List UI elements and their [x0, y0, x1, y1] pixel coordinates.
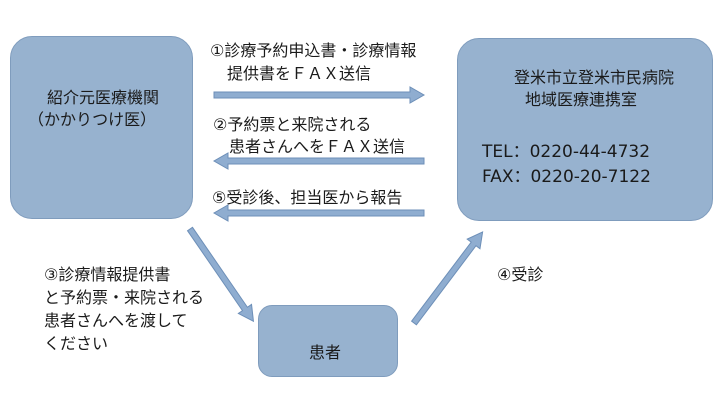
arrow-step1-right	[213, 86, 426, 104]
hospital-department: 地域医療連携室	[525, 90, 638, 109]
step4-text: ④受診	[497, 265, 544, 284]
hospital-fax: FAX：0220-20-7122	[482, 167, 651, 187]
step2-text-line1: ②予約票と来院される	[213, 115, 372, 134]
step1-text-line1: ①診療予約申込書・診療情報	[210, 41, 417, 60]
step3-text-line4: ください	[44, 334, 109, 353]
referring-clinic-box	[10, 36, 193, 219]
patient-label: 患者	[309, 343, 342, 362]
clinic-name: 紹介元医療機関	[47, 88, 160, 107]
step1-text-line2: 提供書をＦＡＸ送信	[227, 64, 372, 83]
step3-text-line2: と予約票・来院される	[44, 288, 205, 307]
arrow-step5-left	[212, 204, 425, 222]
arrow-step2-left	[212, 152, 425, 170]
arrow-step3-diagonal	[186, 226, 255, 323]
step5-text: ⑤受診後、担当医から報告	[212, 188, 403, 207]
step3-text-line1: ③診療情報提供書	[44, 265, 171, 284]
clinic-subtitle: （かかりつけ医）	[28, 110, 157, 129]
step3-text-line3: 患者さんへを渡して	[44, 311, 188, 330]
step2-text-line2: 患者さんへをＦＡＸ送信	[229, 137, 406, 156]
hospital-liaison-office-box	[457, 38, 713, 221]
arrow-step4-diagonal	[410, 231, 484, 326]
hospital-name: 登米市立登米市民病院	[514, 68, 675, 87]
hospital-tel: TEL：0220-44-4732	[482, 142, 651, 162]
patient-box	[258, 305, 398, 377]
